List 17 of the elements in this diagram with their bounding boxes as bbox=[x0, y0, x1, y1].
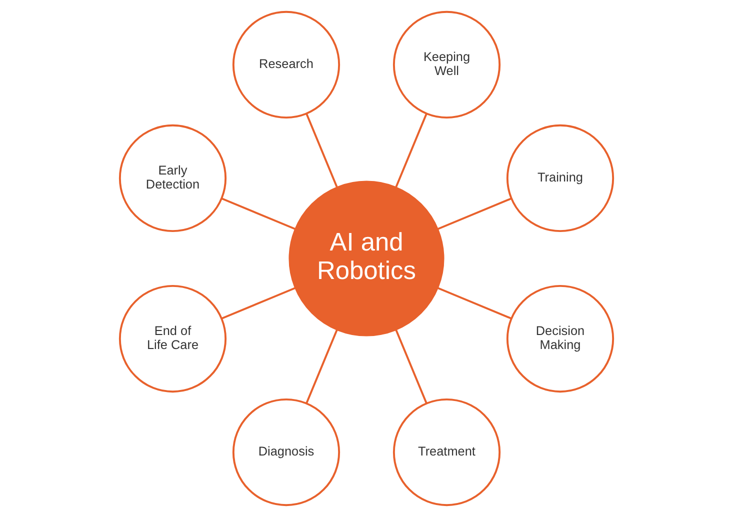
connector bbox=[306, 330, 338, 404]
node-circle: Keeping Well bbox=[392, 10, 501, 119]
node-circle: Treatment bbox=[392, 398, 501, 506]
connector bbox=[306, 113, 338, 188]
node-circle: Training bbox=[506, 124, 614, 232]
connector bbox=[395, 113, 428, 188]
connector bbox=[221, 198, 296, 230]
node-circle: Diagnosis bbox=[232, 398, 340, 506]
connector bbox=[221, 287, 296, 320]
node-circle: AI and Robotics bbox=[288, 180, 444, 336]
node-circle: End of Life Care bbox=[118, 284, 227, 393]
connector bbox=[395, 330, 428, 404]
connector bbox=[438, 198, 512, 230]
node-circle: Early Detection bbox=[118, 124, 227, 232]
connector bbox=[438, 287, 512, 320]
node-circle: Research bbox=[232, 10, 340, 119]
node-circle: Decision Making bbox=[506, 284, 614, 393]
